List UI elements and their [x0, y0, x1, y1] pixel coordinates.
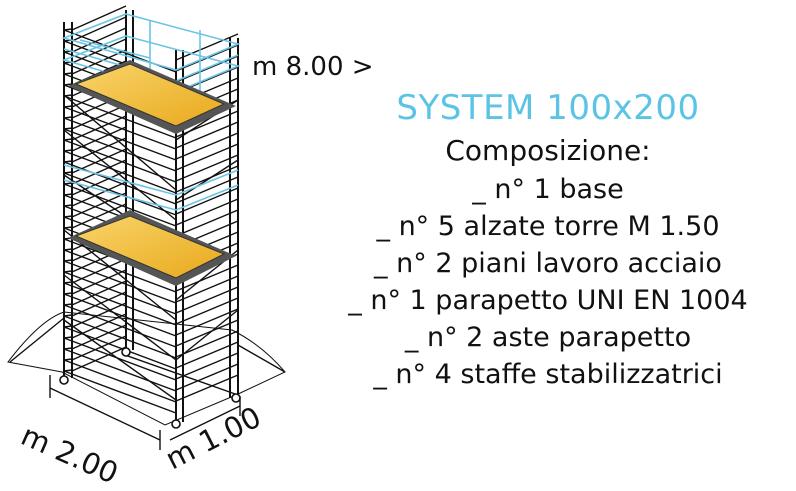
composition-item: _ n° 5 alzate torre M 1.50	[376, 211, 720, 242]
composition-item: _ n° 2 aste parapetto	[404, 322, 692, 353]
dimension-lines	[49, 375, 241, 450]
top-work-platform	[68, 60, 236, 134]
composition-item: _ n° 4 staffe stabilizzatrici	[373, 359, 723, 390]
composition-item: _ n° 1 parapetto UNI EN 1004	[348, 285, 748, 316]
composition-item: _ n° 1 base	[472, 174, 624, 205]
base-wheels	[59, 347, 241, 429]
product-description: SYSTEM 100x200 Composizione: _ n° 1 base…	[300, 85, 796, 393]
composition-item: _ n° 2 piani lavoro acciaio	[374, 248, 722, 279]
scaffold-tower-illustration	[7, 5, 286, 450]
composition-heading: Composizione:	[445, 134, 651, 167]
composition-list: _ n° 1 base _ n° 5 alzate torre M 1.50 _…	[300, 171, 796, 393]
middle-work-platform	[68, 210, 236, 286]
system-title: SYSTEM 100x200	[396, 88, 700, 128]
height-dimension-label: m 8.00 >	[252, 52, 374, 82]
